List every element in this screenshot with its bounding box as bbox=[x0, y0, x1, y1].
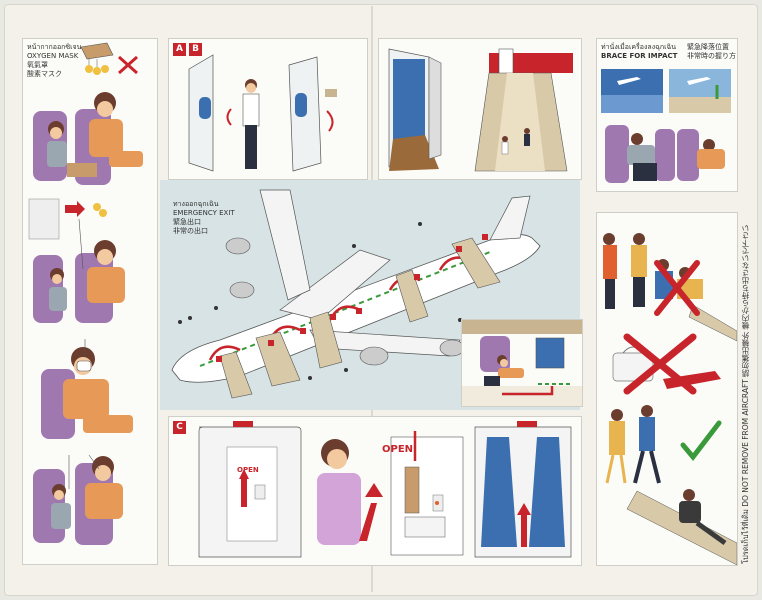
oxygen-ja-label: 酸素マスク bbox=[27, 70, 62, 78]
door-c-illustration bbox=[198, 421, 572, 558]
door-ab-illustration bbox=[188, 54, 337, 172]
mask-box-icon bbox=[80, 42, 114, 75]
brace-thai-label: ท่านั่งเมื่อเครื่องลงฉุกเฉิน bbox=[601, 43, 677, 51]
exit-ja-label: 非常の出口 bbox=[173, 227, 208, 235]
scene-seated-passengers bbox=[33, 92, 143, 185]
brace-zh-label: 緊急降落位置 bbox=[687, 43, 729, 51]
door-step-ab-panel: A B bbox=[168, 38, 368, 180]
oxygen-mask-panel: หน้ากากออกซิเจน OXYGEN MASK 氧氣罩 酸素マスク bbox=[22, 38, 158, 565]
oxygen-en-label: OXYGEN MASK bbox=[27, 52, 79, 60]
do-not-remove-notice: โปรดเก็บไว้ที่เดิม DO NOT REMOVE FROM AI… bbox=[741, 224, 750, 565]
scene-pull-mask bbox=[28, 198, 125, 323]
crawl-inset-panel bbox=[461, 319, 583, 407]
handle-open-label: OPEN bbox=[382, 444, 414, 455]
door-step-c-panel: C bbox=[168, 416, 582, 566]
aircraft-exit-illustration bbox=[171, 189, 541, 399]
brace-impact-panel: ท่านั่งเมื่อเครื่องลงฉุกเฉิน BRACE FOR I… bbox=[596, 38, 738, 192]
scene-mask-on bbox=[41, 339, 133, 439]
evacuation-panel bbox=[596, 212, 738, 566]
oxygen-zh-label: 氧氣罩 bbox=[27, 61, 48, 69]
brace-en-label: BRACE FOR IMPACT bbox=[601, 52, 678, 60]
exit-en-label: EMERGENCY EXIT bbox=[173, 209, 235, 217]
brace-ja-label: 非常時の握り方 bbox=[687, 52, 736, 60]
door-open-small-label: OPEN bbox=[237, 466, 259, 474]
no-smoking-icon bbox=[118, 55, 138, 75]
scene-help-child bbox=[33, 454, 123, 545]
step-b-tag: B bbox=[189, 43, 202, 56]
oxygen-thai-label: หน้ากากออกซิเจน bbox=[27, 43, 82, 51]
door-open-slide-panel bbox=[378, 38, 582, 180]
crawl-inset-illustration bbox=[462, 320, 582, 406]
exit-thai-label: ทางออกฉุกเฉิน bbox=[173, 200, 219, 208]
door-open-illustration bbox=[388, 48, 573, 172]
oxygen-illustrations bbox=[28, 42, 143, 545]
step-c-tag: C bbox=[173, 421, 186, 434]
evacuation-illustration bbox=[603, 233, 737, 565]
step-a-tag: A bbox=[173, 43, 186, 56]
exit-zh-label: 緊急出口 bbox=[173, 218, 201, 226]
brace-illustration bbox=[601, 69, 731, 183]
